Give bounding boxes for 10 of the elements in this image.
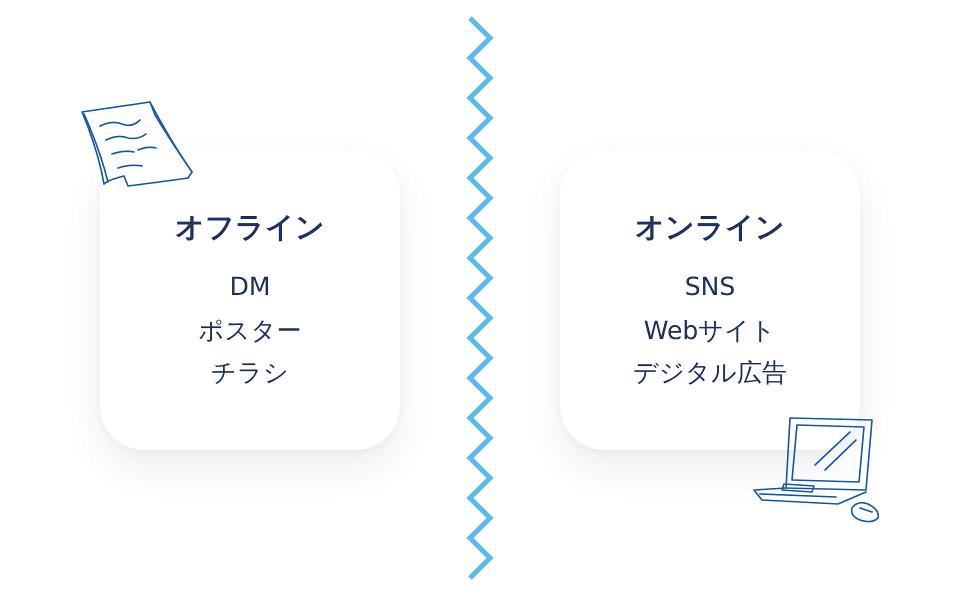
list-item: ポスター: [198, 315, 302, 347]
category-card: [560, 150, 860, 450]
list-item: チラシ: [210, 357, 290, 389]
list-item: DM: [228, 272, 272, 301]
category-card: [100, 150, 400, 450]
list-item: デジタル広告: [632, 357, 788, 389]
list-item: SNS: [684, 272, 736, 301]
list-item: Webサイト: [642, 315, 778, 347]
card-heading: オンライン: [634, 209, 786, 246]
card-heading: オフライン: [174, 209, 326, 246]
